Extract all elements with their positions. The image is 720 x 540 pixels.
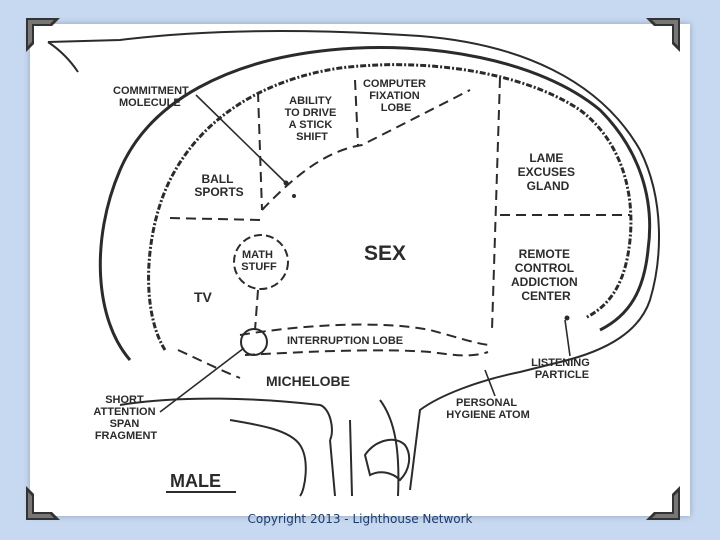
corner-bracket-icon: [24, 16, 62, 54]
label-remote-control-addiction-center: REMOTE CONTROL ADDICTION CENTER: [511, 247, 581, 303]
label-michelobe: MICHELOBE: [266, 373, 350, 389]
label-sex: SEX: [364, 242, 406, 265]
corner-bracket-icon: [644, 16, 682, 54]
label-commitment-molecule: COMMITMENT MOLECULE: [113, 85, 192, 109]
label-computer-fixation-lobe: COMPUTER FIXATION LOBE: [363, 78, 429, 114]
region-dividers: [169, 77, 630, 379]
math-stuff-region: [233, 234, 289, 290]
commitment-dot: [283, 180, 289, 186]
attention-fragment-region: [240, 328, 268, 356]
label-ball-sports: BALL SPORTS: [194, 172, 243, 199]
skull-outline: [47, 30, 660, 491]
brain-outline: [147, 63, 633, 351]
corner-bracket-icon: [24, 484, 62, 522]
face-outline: [119, 397, 333, 441]
label-ability-stick-shift: ABILITY TO DRIVE A STICK SHIFT: [285, 95, 340, 143]
commitment-dot: [292, 194, 296, 198]
label-listening-particle: LISTENING PARTICLE: [531, 357, 593, 381]
label-lame-excuses-gland: LAME EXCUSES GLAND: [518, 151, 579, 193]
label-tv: TV: [194, 289, 213, 305]
spine-shape: [363, 438, 411, 482]
skull-band: [98, 46, 652, 361]
copyright-footer: Copyright 2013 - Lighthouse Network: [247, 512, 473, 526]
label-male: MALE: [170, 471, 221, 491]
slide-card: [30, 24, 690, 516]
label-short-attention-span-fragment: SHORT ATTENTION SPAN FRAGMENT: [93, 394, 158, 442]
label-interruption-lobe: INTERRUPTION LOBE: [287, 335, 403, 347]
label-personal-hygiene-atom: PERSONAL HYGIENE ATOM: [446, 397, 530, 421]
label-math-stuff: MATH STUFF: [241, 249, 277, 273]
pointer-lines: [159, 94, 571, 413]
corner-bracket-icon: [644, 484, 682, 522]
listening-dot: [564, 315, 570, 321]
neck-outline: [229, 399, 400, 497]
